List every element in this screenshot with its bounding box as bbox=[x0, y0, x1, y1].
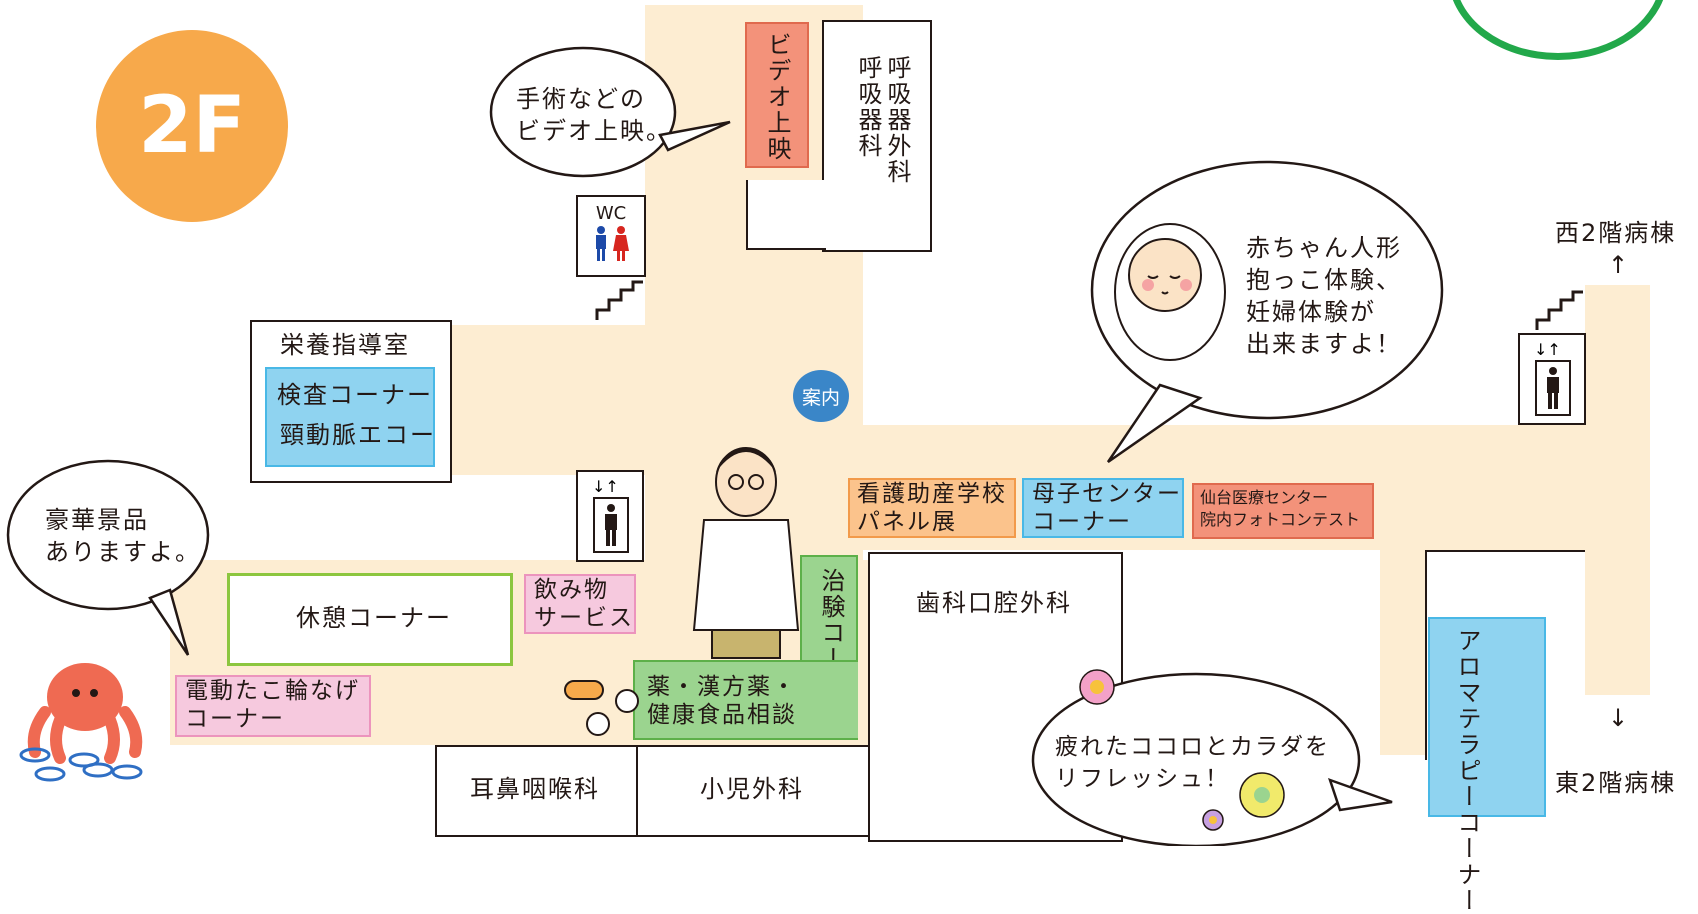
label-nursing-2: パネル展 bbox=[857, 509, 957, 535]
svg-text:↓↑: ↓↑ bbox=[592, 477, 619, 496]
corner-aroma bbox=[1428, 617, 1546, 817]
corridor-east-drop bbox=[1380, 545, 1425, 755]
bubble-baby-line-1: 赤ちゃん人形 bbox=[1246, 234, 1402, 262]
label-dental: 歯科口腔外科 bbox=[916, 589, 1072, 617]
label-drinks-2: サービス bbox=[534, 605, 634, 631]
corner-ring-toss bbox=[175, 675, 371, 737]
direction-east: 東2階病棟 bbox=[1555, 769, 1677, 797]
bubble-shapes bbox=[6, 46, 1444, 846]
corner-nursing bbox=[848, 478, 1016, 538]
corner-drinks bbox=[524, 574, 636, 634]
room-east-block bbox=[1425, 550, 1585, 552]
stairs-icon-east bbox=[1535, 290, 1583, 330]
room-respiratory-notch bbox=[746, 180, 826, 250]
wc-label: WC bbox=[595, 203, 627, 224]
label-pharmacy-1: 薬・漢方薬・ bbox=[647, 674, 797, 700]
bubble-baby-tail bbox=[1106, 383, 1203, 464]
room-pediatric-surgery bbox=[636, 745, 870, 837]
flower-decorations bbox=[1079, 669, 1285, 831]
info-label: 案内 bbox=[801, 386, 840, 409]
bubble-baby-line-2: 抱っこ体験、 bbox=[1246, 266, 1402, 294]
label-ring-toss-2: コーナー bbox=[185, 706, 285, 732]
corner-photo bbox=[1192, 483, 1374, 539]
label-exam-1: 検査コーナー bbox=[277, 381, 433, 409]
label-pediatric-surgery: 小児外科 bbox=[700, 775, 804, 803]
bubble-baby-line-4: 出来ますよ！ bbox=[1246, 330, 1402, 358]
label-video: ビデオ上映 bbox=[763, 32, 791, 162]
octopus-illustration bbox=[27, 663, 143, 764]
direction-west: 西2階病棟 bbox=[1555, 219, 1677, 247]
corner-maternal bbox=[1022, 478, 1184, 538]
room-respiratory bbox=[822, 20, 932, 252]
elevator-icon-center: ↓↑ bbox=[576, 470, 644, 562]
stairs-icon-center bbox=[595, 280, 643, 320]
floor-label: 2F bbox=[138, 81, 246, 171]
floor-badge: 2F bbox=[96, 30, 288, 222]
bubble-prize-tail bbox=[148, 588, 190, 656]
bubble-video-line-1: 手術などの bbox=[516, 85, 646, 113]
label-pharmacy-2: 健康食品相談 bbox=[647, 702, 797, 728]
room-ent bbox=[435, 745, 640, 837]
bubble-prize-shape bbox=[6, 459, 210, 611]
label-nutrition: 栄養指導室 bbox=[280, 331, 410, 359]
bubble-video-tail bbox=[658, 120, 731, 152]
doctor-illustration bbox=[692, 447, 800, 659]
bubble-baby-line-3: 妊婦体験が bbox=[1246, 298, 1376, 326]
rings bbox=[19, 747, 143, 782]
bubble-relax-line-2: リフレッシュ！ bbox=[1055, 766, 1230, 792]
label-nursing-1: 看護助産学校 bbox=[857, 481, 1007, 507]
bubble-video-shape bbox=[489, 46, 677, 178]
baby-face bbox=[1128, 238, 1202, 312]
bubble-relax-tail bbox=[1328, 777, 1393, 812]
corner-rest bbox=[227, 573, 513, 666]
corner-pharmacy bbox=[633, 660, 858, 740]
direction-west-arrow: ↑ bbox=[1608, 251, 1631, 279]
corridor-west-link bbox=[450, 325, 650, 475]
bubble-relax-line-1: 疲れたココロとカラダを bbox=[1055, 734, 1330, 760]
label-drinks-1: 飲み物 bbox=[534, 577, 609, 603]
label-rest: 休憩コーナー bbox=[296, 604, 452, 632]
label-maternal-1: 母子センター bbox=[1032, 481, 1182, 507]
label-photo-2: 院内フォトコンテスト bbox=[1200, 510, 1361, 529]
corner-exam bbox=[265, 367, 435, 467]
svg-text:↓↑: ↓↑ bbox=[1534, 340, 1561, 359]
bubble-video-line-2: ビデオ上映。 bbox=[516, 117, 672, 145]
label-ent: 耳鼻咽喉科 bbox=[470, 775, 600, 803]
wc-icon bbox=[596, 226, 629, 261]
corner-video bbox=[745, 22, 809, 168]
label-photo-1: 仙台医療センター bbox=[1200, 488, 1329, 507]
label-ring-toss-1: 電動たこ輪なげ bbox=[185, 678, 360, 704]
label-respiratory: 呼吸器外科 bbox=[883, 55, 911, 185]
pill-capsule bbox=[564, 680, 604, 700]
bubble-prize-line-1: 豪華景品 bbox=[45, 506, 149, 534]
label-respiratory-2: 呼吸器科 bbox=[854, 55, 882, 159]
label-maternal-2: コーナー bbox=[1032, 509, 1132, 535]
info-badge[interactable]: 案内 bbox=[793, 370, 849, 422]
label-exam-2: 頸動脈エコー bbox=[280, 421, 436, 449]
bubble-prize-line-2: ありますよ。 bbox=[45, 538, 201, 566]
elevator-icon-east: ↓↑ bbox=[1518, 333, 1586, 425]
room-east-wall bbox=[1425, 550, 1427, 760]
wc-sign: WC bbox=[576, 195, 646, 277]
direction-east-arrow: ↓ bbox=[1608, 704, 1631, 732]
corridor-north-east bbox=[1585, 285, 1650, 695]
